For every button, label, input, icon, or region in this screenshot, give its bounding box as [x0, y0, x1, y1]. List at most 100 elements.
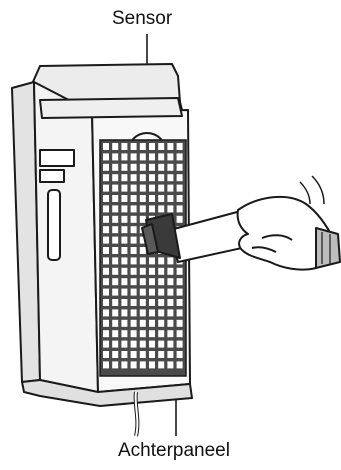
- grille-hole: [167, 330, 173, 337]
- grille-hole: [103, 268, 109, 275]
- grille-hole: [158, 164, 164, 171]
- grille-hole: [167, 164, 173, 171]
- grille-hole: [140, 195, 146, 202]
- grille-hole: [103, 185, 109, 192]
- grille-hole: [103, 257, 109, 264]
- grille-hole: [177, 195, 183, 202]
- grille-hole: [103, 205, 109, 212]
- grille-hole: [177, 289, 183, 296]
- grille-hole: [121, 299, 127, 306]
- grille-hole: [131, 174, 137, 181]
- grille-hole: [103, 174, 109, 181]
- grille-hole: [140, 299, 146, 306]
- grille-hole: [121, 309, 127, 316]
- grille-hole: [121, 205, 127, 212]
- motion-lines: [300, 176, 324, 204]
- grille-hole: [112, 153, 118, 160]
- grille-hole: [158, 268, 164, 275]
- grille-hole: [167, 195, 173, 202]
- grille-hole: [140, 143, 146, 150]
- grille-hole: [167, 268, 173, 275]
- grille-hole: [131, 278, 137, 285]
- grille-hole: [103, 289, 109, 296]
- grille-hole: [131, 289, 137, 296]
- grille-hole: [149, 174, 155, 181]
- grille-hole: [167, 351, 173, 358]
- grille-hole: [121, 164, 127, 171]
- grille-hole: [177, 361, 183, 368]
- grille-hole: [149, 299, 155, 306]
- grille-hole: [131, 143, 137, 150]
- grille-hole: [112, 320, 118, 327]
- grille-hole: [103, 330, 109, 337]
- grille-hole: [140, 351, 146, 358]
- grille-hole: [131, 205, 137, 212]
- grille-hole: [121, 330, 127, 337]
- grille-hole: [112, 341, 118, 348]
- grille-hole: [177, 164, 183, 171]
- grille-hole: [149, 205, 155, 212]
- grille-hole: [112, 143, 118, 150]
- grille-hole: [167, 341, 173, 348]
- grille-hole: [177, 185, 183, 192]
- grille-hole: [149, 257, 155, 264]
- grille-hole: [158, 257, 164, 264]
- grille-hole: [167, 257, 173, 264]
- grille-hole: [177, 351, 183, 358]
- grille-hole: [121, 361, 127, 368]
- grille-hole: [112, 164, 118, 171]
- grille-hole: [149, 143, 155, 150]
- grille-hole: [131, 341, 137, 348]
- grille-hole: [112, 185, 118, 192]
- grille-hole: [149, 330, 155, 337]
- grille-hole: [140, 330, 146, 337]
- grille-hole: [140, 309, 146, 316]
- grille-hole: [103, 299, 109, 306]
- grille-hole: [121, 153, 127, 160]
- grille-hole: [121, 351, 127, 358]
- grille-hole: [121, 257, 127, 264]
- grille-hole: [140, 153, 146, 160]
- grille-hole: [158, 341, 164, 348]
- grille-hole: [121, 289, 127, 296]
- grille-hole: [140, 185, 146, 192]
- grille-hole: [121, 143, 127, 150]
- grille-hole: [177, 153, 183, 160]
- grille-hole: [167, 289, 173, 296]
- grille-hole: [167, 361, 173, 368]
- grille-hole: [158, 205, 164, 212]
- grille-hole: [140, 164, 146, 171]
- grille-hole: [112, 361, 118, 368]
- grille-hole: [158, 143, 164, 150]
- grille-hole: [149, 320, 155, 327]
- grille-hole: [158, 351, 164, 358]
- grille-hole: [140, 289, 146, 296]
- grille-hole: [149, 361, 155, 368]
- grille-hole: [131, 299, 137, 306]
- grille-hole: [131, 257, 137, 264]
- grille-hole: [149, 153, 155, 160]
- back-panel-grille: [100, 140, 186, 376]
- grille-hole: [140, 268, 146, 275]
- grille-hole: [131, 268, 137, 275]
- grille-hole: [112, 226, 118, 233]
- grille-hole: [140, 320, 146, 327]
- grille-hole: [167, 320, 173, 327]
- grille-hole: [103, 361, 109, 368]
- grille-hole: [177, 174, 183, 181]
- grille-hole: [167, 309, 173, 316]
- grille-hole: [167, 185, 173, 192]
- grille-hole: [112, 309, 118, 316]
- grille-hole: [103, 143, 109, 150]
- grille-hole: [177, 320, 183, 327]
- grille-hole: [131, 164, 137, 171]
- grille-hole: [158, 309, 164, 316]
- grille-hole: [112, 247, 118, 254]
- grille-hole: [131, 226, 137, 233]
- grille-hole: [103, 351, 109, 358]
- grille-hole: [158, 320, 164, 327]
- grille-hole: [167, 143, 173, 150]
- grille-hole: [167, 205, 173, 212]
- grille-hole: [140, 216, 146, 223]
- grille-hole: [112, 299, 118, 306]
